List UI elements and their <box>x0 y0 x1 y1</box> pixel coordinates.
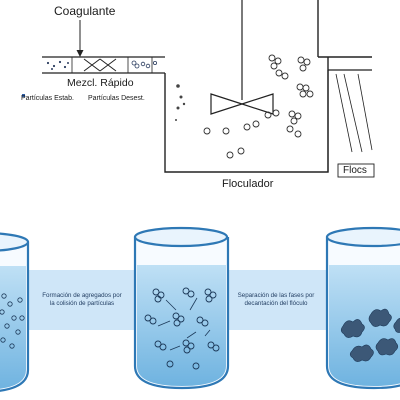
floc-cluster <box>268 54 314 125</box>
destabilized-particles-label: Partículas Desest. <box>88 95 145 102</box>
beaker-3 <box>325 226 400 390</box>
step-2-caption: Separación de las fases por decantación … <box>237 292 315 308</box>
flocs-label: Flocs <box>343 165 367 176</box>
flocculator-tank <box>164 57 329 173</box>
coagulant-label: Coagulante <box>54 4 116 18</box>
settled-flocs <box>340 308 400 362</box>
floc-particles <box>203 54 314 159</box>
collision-arrows <box>157 297 211 351</box>
step-1-caption: Formación de agregados por la colisión d… <box>42 292 122 308</box>
settler-plate <box>335 73 353 153</box>
settler-plate <box>343 73 363 153</box>
flocs-label-box <box>337 163 375 178</box>
floc-particles-small <box>175 84 186 121</box>
beaker-2 <box>133 226 230 390</box>
impeller-blade-right <box>240 93 274 115</box>
rapid-mix-label: Mezcl. Rápido <box>67 77 134 89</box>
settler-plate <box>357 73 373 151</box>
legend-marker <box>22 94 25 97</box>
beaker-1 <box>0 232 30 392</box>
stable-particles-label: Partículas Estab. <box>21 95 74 102</box>
flocculator-label: Floculador <box>222 178 274 190</box>
arrow-head-icon <box>76 50 84 57</box>
destabilized-particles <box>131 60 157 69</box>
static-mixer <box>83 58 117 72</box>
colliding-particles <box>144 287 220 370</box>
stable-particles <box>46 60 69 70</box>
impeller-blade-left <box>210 93 244 115</box>
process-schematic <box>42 0 375 178</box>
